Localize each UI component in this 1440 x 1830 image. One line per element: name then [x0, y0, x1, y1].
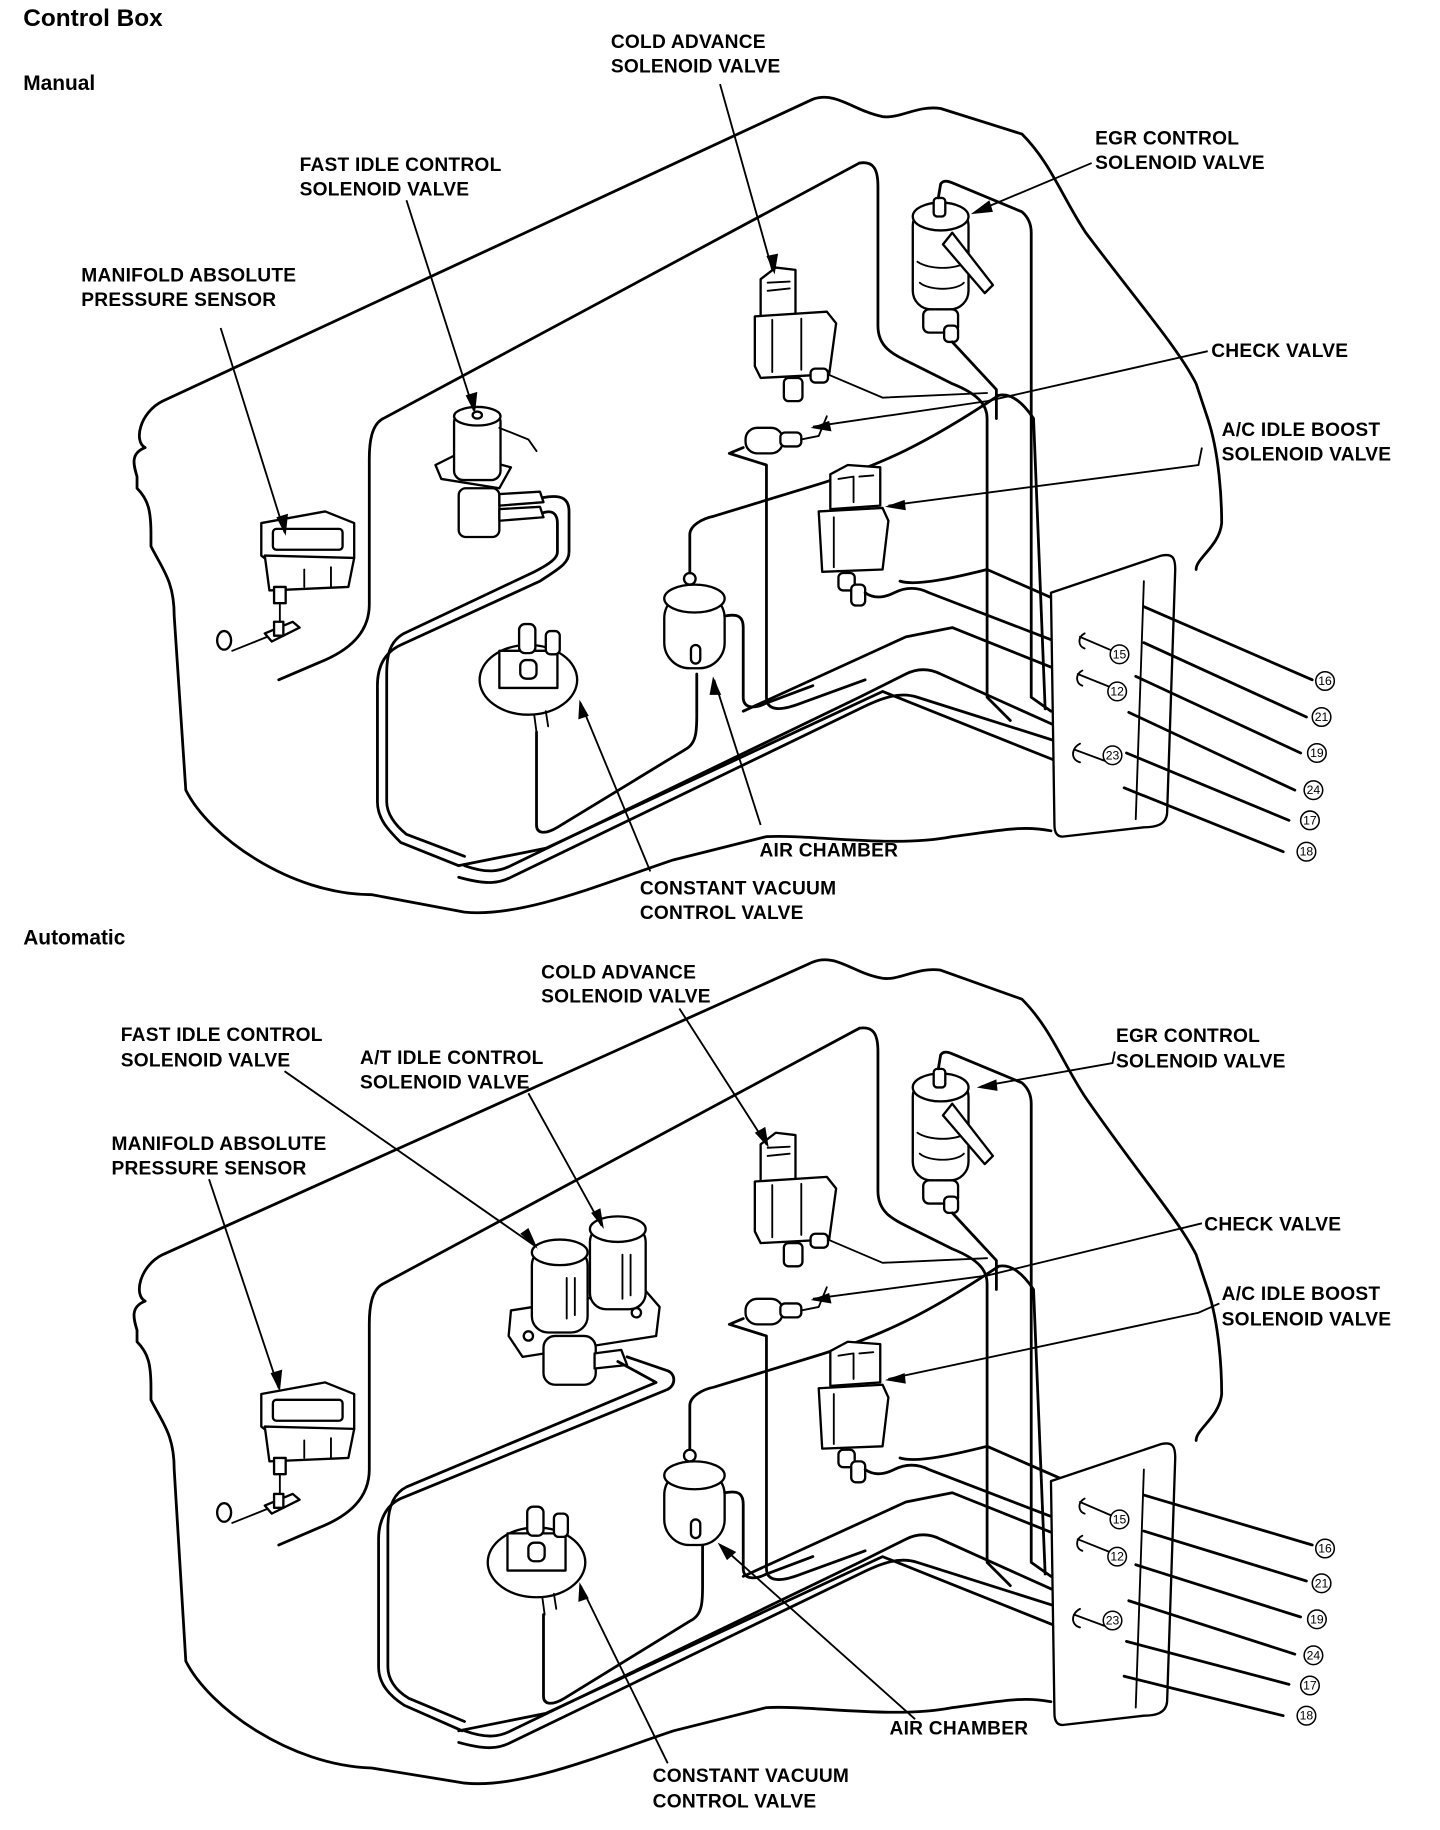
port-number-15: 15 [1109, 644, 1130, 665]
port-number-17: 17 [1299, 1675, 1320, 1696]
egr-solenoid [911, 1050, 1053, 1578]
label-check-valve: CHECK VALVE [1204, 1214, 1341, 1235]
constant-vacuum-valve [486, 1505, 704, 1705]
port-number-19: 19 [1306, 1609, 1327, 1630]
control-box-outline [132, 96, 1224, 915]
port-number-15: 15 [1109, 1509, 1130, 1530]
svg-text:23: 23 [1106, 748, 1120, 762]
svg-text:21: 21 [1315, 710, 1329, 724]
port-number-12: 12 [1107, 1546, 1128, 1567]
svg-text:19: 19 [1310, 1612, 1324, 1626]
svg-text:23: 23 [1106, 1613, 1120, 1627]
hose-main-left [277, 161, 861, 682]
svg-text:17: 17 [1303, 813, 1317, 827]
check-valve [727, 1286, 867, 1581]
port-number-16: 16 [1314, 1538, 1336, 1559]
cold-advance-solenoid [753, 266, 989, 403]
svg-text:24: 24 [1307, 1648, 1321, 1662]
svg-text:16: 16 [1318, 674, 1332, 688]
port-lines [1072, 1493, 1314, 1718]
port-number-18: 18 [1296, 1705, 1317, 1726]
manual-section: Manual [23, 32, 1391, 924]
svg-text:21: 21 [1315, 1576, 1329, 1590]
svg-text:12: 12 [1110, 1550, 1124, 1564]
inner-port-numbers: 15 12 23 [1102, 1509, 1130, 1631]
fast-idle-solenoid [376, 405, 571, 868]
map-sensor [216, 1381, 356, 1524]
ac-idle-boost-solenoid [817, 1340, 1082, 1529]
port-number-23: 23 [1102, 1610, 1123, 1631]
hose-bundle [457, 1264, 1082, 1750]
svg-text:18: 18 [1300, 1709, 1314, 1723]
leader-lines [219, 83, 1208, 872]
label-check-valve: CHECK VALVE [1211, 341, 1348, 362]
automatic-section: Automatic [23, 927, 1391, 1813]
port-number-23: 23 [1102, 745, 1123, 766]
svg-text:19: 19 [1310, 746, 1324, 760]
svg-text:12: 12 [1110, 684, 1124, 698]
svg-text:24: 24 [1307, 783, 1321, 797]
cold-advance-solenoid [753, 1131, 989, 1268]
inner-port-numbers: 15 12 23 [1102, 644, 1130, 766]
port-number-21: 21 [1311, 1573, 1332, 1594]
svg-text:17: 17 [1303, 1679, 1317, 1693]
outer-port-numbers: 16 21 19 24 17 18 [1296, 1538, 1336, 1726]
port-lines [1072, 605, 1314, 854]
port-plate [1049, 1442, 1177, 1727]
svg-text:18: 18 [1300, 845, 1314, 859]
port-number-19: 19 [1306, 742, 1327, 764]
hose-bundle [457, 393, 1082, 884]
section-heading-automatic: Automatic [23, 927, 125, 950]
port-number-17: 17 [1299, 810, 1320, 831]
hose-main-right [857, 1026, 1012, 1588]
leader-lines [208, 1007, 1220, 1764]
svg-text:16: 16 [1318, 1541, 1332, 1555]
control-box-outline [132, 958, 1224, 1786]
ac-idle-boost-solenoid [817, 463, 1082, 653]
check-valve [727, 415, 867, 710]
port-number-24: 24 [1303, 1645, 1324, 1666]
port-number-16: 16 [1314, 670, 1336, 692]
outer-port-numbers: 16 21 19 24 17 18 [1296, 670, 1336, 862]
svg-text:15: 15 [1113, 647, 1127, 661]
label-air-chamber: AIR CHAMBER [759, 840, 898, 861]
page-title: Control Box [23, 5, 163, 32]
hose-main-left [277, 1026, 861, 1547]
port-number-18: 18 [1296, 841, 1317, 862]
constant-vacuum-valve [478, 622, 699, 834]
port-number-24: 24 [1303, 780, 1324, 801]
port-number-21: 21 [1311, 706, 1332, 728]
air-chamber [663, 1264, 1001, 1580]
egr-solenoid [911, 179, 1053, 713]
port-number-12: 12 [1107, 681, 1128, 702]
section-heading-manual: Manual [23, 72, 95, 95]
label-air-chamber: AIR CHAMBER [890, 1718, 1029, 1739]
fast-idle-and-at-idle-solenoids [377, 1215, 676, 1733]
map-sensor [216, 510, 356, 652]
svg-text:15: 15 [1113, 1512, 1127, 1526]
